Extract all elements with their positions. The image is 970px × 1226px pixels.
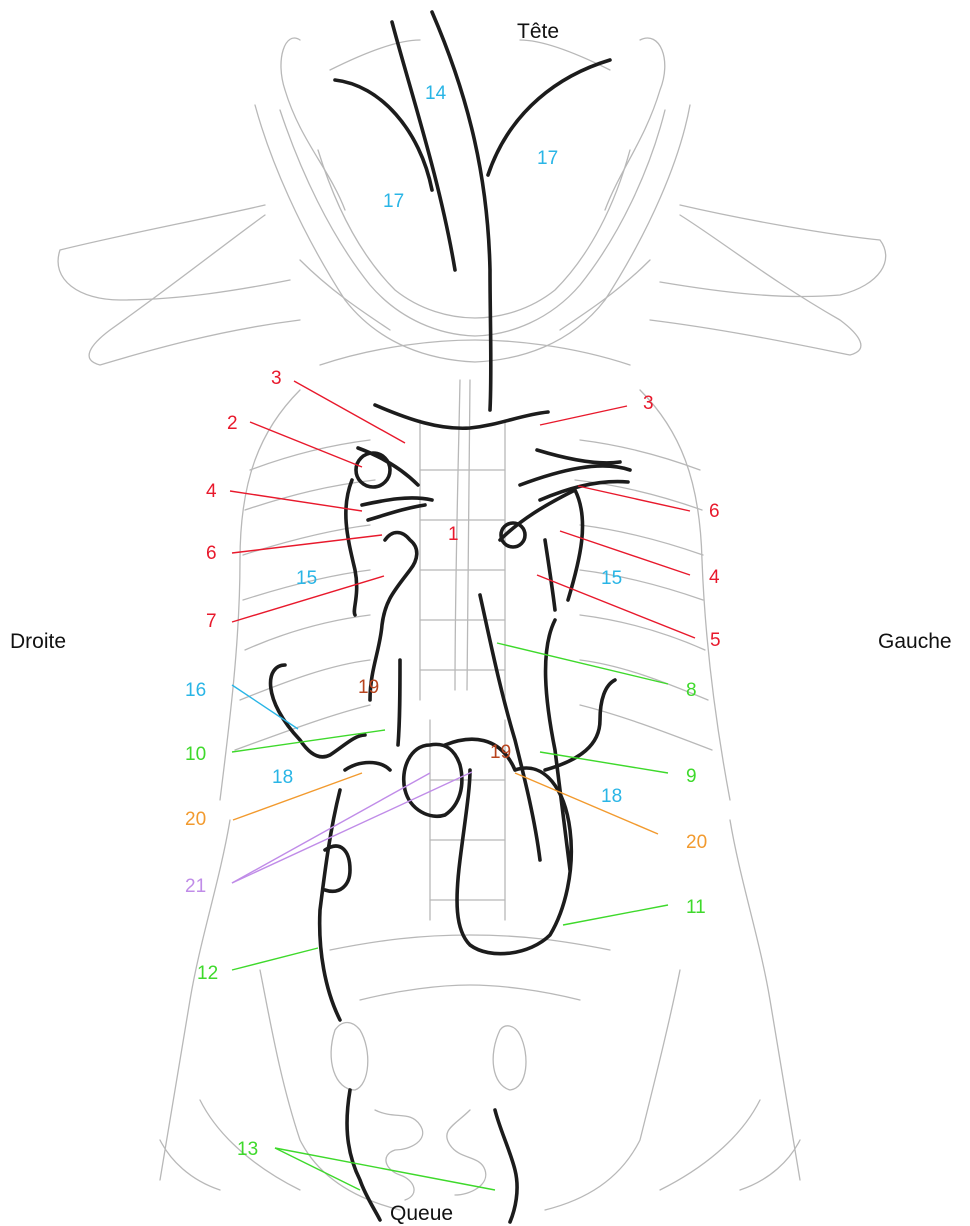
label-16: 16: [185, 680, 206, 701]
right-side-label: Droite: [10, 630, 66, 653]
label-6-right: 6: [206, 543, 217, 564]
label-15-left: 15: [601, 568, 622, 589]
label-2: 2: [227, 413, 238, 434]
label-20-right: 20: [185, 809, 206, 830]
label-21: 21: [185, 876, 206, 897]
label-4-right: 4: [206, 481, 217, 502]
label-3-right: 3: [271, 368, 282, 389]
tail-label: Queue: [390, 1202, 453, 1225]
label-18-left: 18: [601, 786, 622, 807]
label-14: 14: [425, 83, 447, 104]
label-17-left: 17: [537, 148, 558, 169]
label-19-right: 19: [358, 677, 379, 698]
label-18-right: 18: [272, 767, 293, 788]
leader-21-a: [232, 773, 430, 883]
leader-2: [250, 422, 362, 467]
label-4-left: 4: [709, 567, 720, 588]
label-1: 1: [448, 524, 459, 545]
leader-16: [232, 685, 298, 729]
label-17-right: 17: [383, 191, 404, 212]
label-9: 9: [686, 766, 697, 787]
leader-20-left: [515, 773, 658, 834]
body-outline: [58, 38, 886, 1210]
leader-6-right: [232, 535, 382, 553]
label-3-left: 3: [643, 393, 654, 414]
label-6-left: 6: [709, 501, 720, 522]
label-15-right: 15: [296, 568, 317, 589]
orientation-labels: Tête Queue Droite Gauche: [10, 20, 952, 1225]
blood-vessels: [271, 12, 630, 1222]
left-side-label: Gauche: [878, 630, 952, 653]
leader-3-left: [540, 406, 627, 425]
label-5: 5: [710, 630, 721, 651]
label-13: 13: [237, 1139, 258, 1160]
label-7: 7: [206, 611, 217, 632]
label-10: 10: [185, 744, 206, 765]
label-11: 11: [686, 897, 706, 918]
leader-11: [563, 905, 668, 925]
leader-20-right: [233, 773, 362, 820]
leader-12: [232, 948, 318, 970]
label-20-left: 20: [686, 832, 707, 853]
head-label: Tête: [517, 20, 559, 43]
label-12: 12: [197, 963, 218, 984]
leader-21-b: [232, 772, 472, 883]
label-8: 8: [686, 680, 697, 701]
leader-8: [497, 643, 668, 684]
label-19-left: 19: [490, 742, 511, 763]
